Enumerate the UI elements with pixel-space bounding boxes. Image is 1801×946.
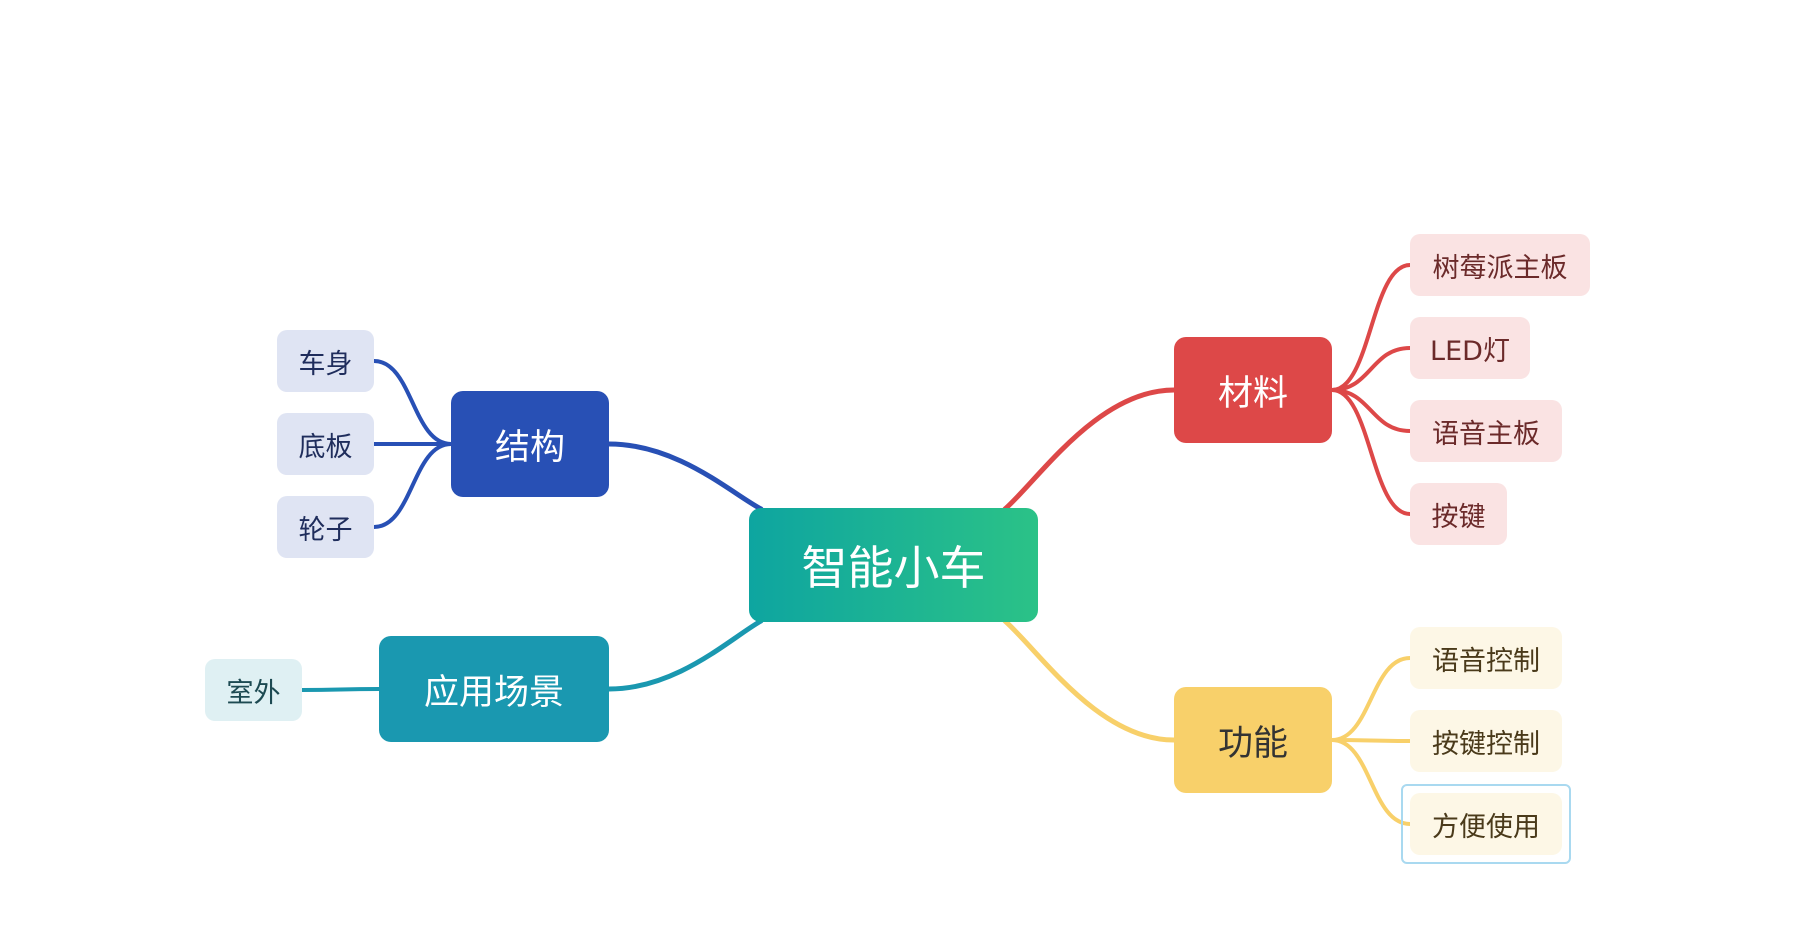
- topic-functions[interactable]: 功能: [1174, 687, 1332, 793]
- connector-function-leaf-2: [1330, 738, 1412, 826]
- connector-material-leaf-2: [1330, 388, 1412, 433]
- subtopic-voice-control[interactable]: 语音控制: [1410, 627, 1562, 689]
- connector-material-leaf-1: [1330, 346, 1412, 392]
- subtopic-raspberry-pi-board[interactable]: 树莓派主板: [1410, 234, 1590, 296]
- subtopic-easy-to-use[interactable]: 方便使用: [1410, 793, 1562, 855]
- subtopic-outdoor[interactable]: 室外: [205, 659, 302, 721]
- connector-structure: [606, 441, 764, 512]
- connector-scenario-leaf-0: [300, 687, 381, 692]
- connector-material-leaf-0: [1330, 263, 1412, 392]
- subtopic-wheels[interactable]: 轮子: [277, 496, 374, 558]
- topic-application-scenario[interactable]: 应用场景: [379, 636, 609, 742]
- subtopic-button-control[interactable]: 按键控制: [1410, 710, 1562, 772]
- topic-structure[interactable]: 结构: [451, 391, 609, 497]
- subtopic-led-light[interactable]: LED灯: [1410, 317, 1530, 379]
- subtopic-base-plate[interactable]: 底板: [277, 413, 374, 475]
- subtopic-buttons[interactable]: 按键: [1410, 483, 1507, 545]
- root-node[interactable]: 智能小车: [749, 508, 1038, 622]
- connector-function-leaf-0: [1330, 656, 1412, 742]
- connector-function: [1002, 618, 1177, 743]
- connector-structure-leaf-2: [372, 442, 453, 529]
- connector-material: [1002, 387, 1177, 512]
- topic-materials[interactable]: 材料: [1174, 337, 1332, 443]
- connector-scenario: [606, 618, 764, 692]
- subtopic-voice-board[interactable]: 语音主板: [1410, 400, 1562, 462]
- connector-structure-leaf-0: [372, 359, 453, 446]
- subtopic-car-body[interactable]: 车身: [277, 330, 374, 392]
- connector-material-leaf-3: [1330, 388, 1412, 516]
